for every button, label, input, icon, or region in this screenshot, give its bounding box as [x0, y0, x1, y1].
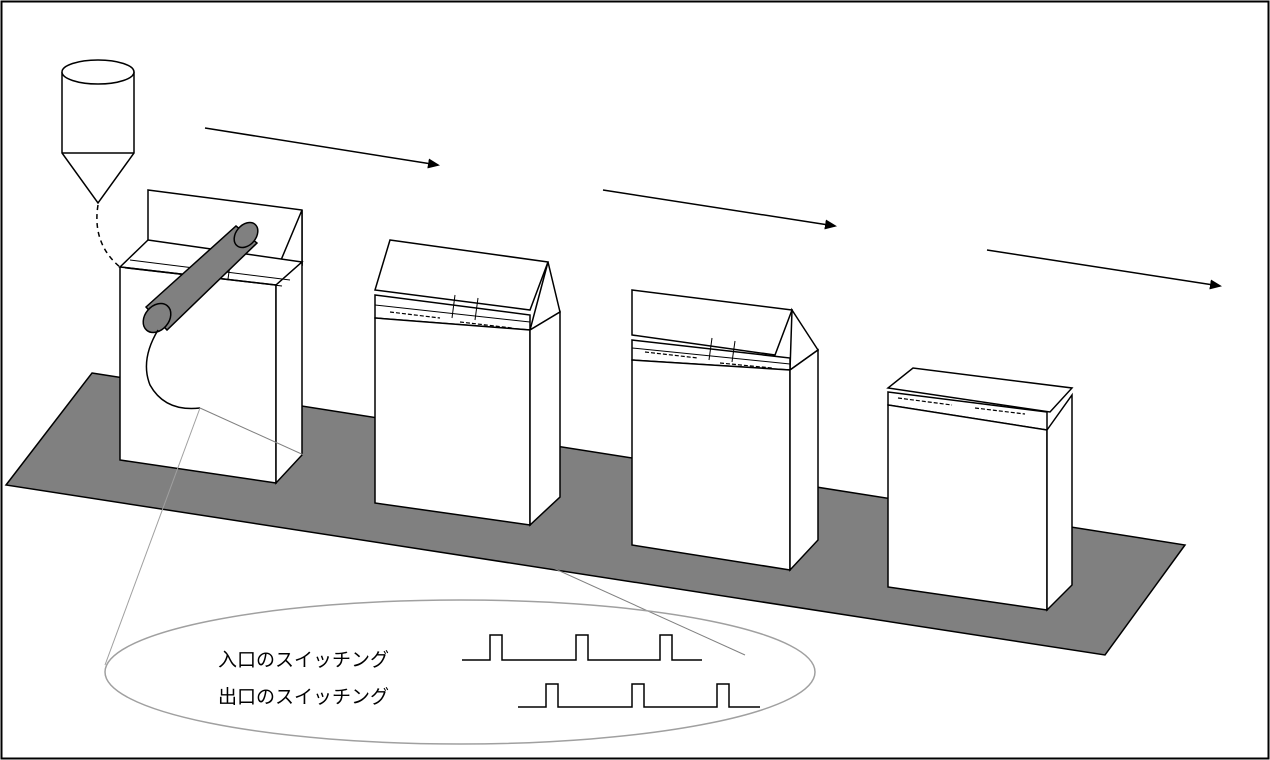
inlet-switching-waveform [462, 634, 702, 661]
box-2 [374, 239, 561, 527]
outlet-switching-waveform [518, 683, 760, 708]
callout-line-left [104, 407, 201, 666]
signal-callout-ellipse [104, 599, 816, 745]
box-1 [118, 189, 304, 485]
direction-arrow-1 [204, 127, 440, 169]
outlet-switching-label: 出口のスイッチング [218, 686, 390, 708]
box-4 [886, 367, 1074, 612]
box-3 [631, 289, 820, 572]
sensor-cable [145, 329, 201, 410]
callout-line-right [199, 407, 746, 656]
sensor-cylinder [142, 221, 259, 334]
direction-arrow-3 [986, 249, 1222, 290]
direction-arrow-2 [602, 189, 837, 230]
glue-nozzle [61, 59, 135, 205]
inlet-switching-label: 入口のスイッチング [218, 649, 390, 671]
